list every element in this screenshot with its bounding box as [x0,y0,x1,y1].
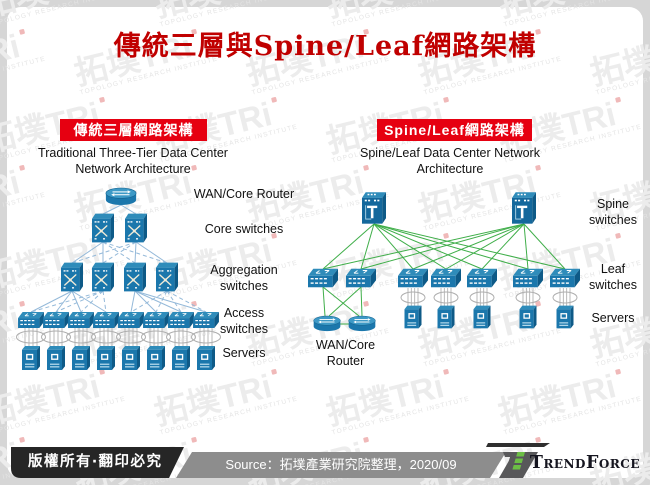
source-text: Source：拓墣產業研究院整理，2020/09 [225,457,457,472]
label-core-switches: Core switches [204,222,284,236]
label-access-switches: Access switches [220,306,268,336]
trendforce-logo-icon [502,452,525,474]
right-section-badge: Spine/Leaf網路架構 [377,119,532,141]
right-section-subtitle: Spine/Leaf Data Center Network Architect… [360,146,540,176]
page-background [7,7,643,478]
page-title: 傳統三層與Spine/Leaf網路架構 [113,31,537,62]
trendforce-logo-text: TrendForce [529,452,640,473]
label-wan-core-router-right: WAN/Core Router [315,338,376,368]
label-servers-left: Servers [222,346,266,360]
footer-bar: 版權所有‧翻印必究 Source：拓墣產業研究院整理，2020/09 Trend… [8,443,642,478]
left-section-subtitle: Traditional Three-Tier Data Center Netwo… [38,146,228,176]
label-leaf-switches: Leaf switches [589,262,637,292]
left-section-badge: 傳統三層網路架構 [60,119,207,141]
trendforce-logo: TrendForce [502,447,640,478]
label-aggregation-switches: Aggregation switches [210,263,278,293]
label-servers-right: Servers [591,311,635,325]
copyright-text: 版權所有‧翻印必究 [28,454,163,470]
label-spine-switches: Spine switches [589,197,637,227]
label-wan-core-router-left: WAN/Core Router [193,187,295,201]
